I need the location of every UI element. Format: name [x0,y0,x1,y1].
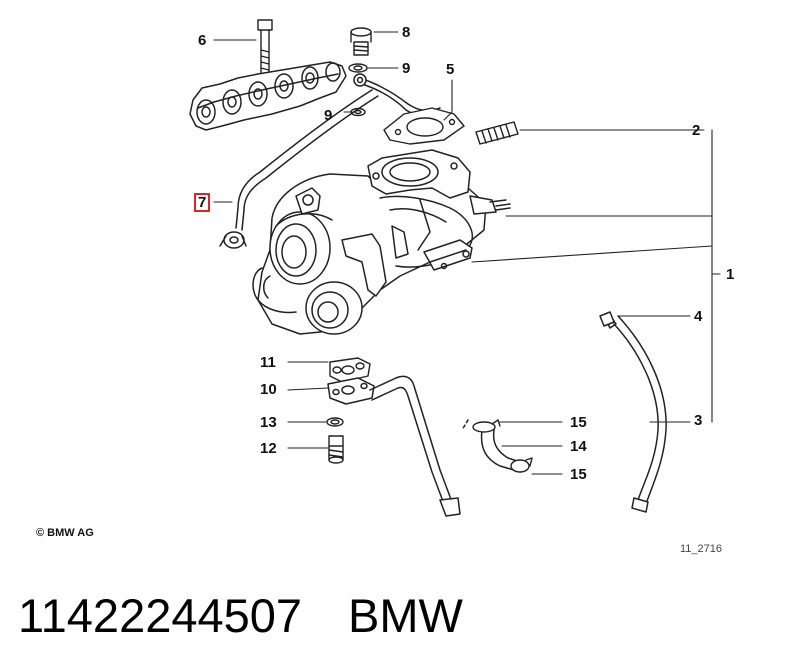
copyright-text: © BMW AG [36,527,94,539]
part-label-2[interactable]: 2 [692,122,701,139]
part-label-14[interactable]: 14 [570,438,587,455]
seal-ring-part-13 [326,417,344,427]
part-label-5[interactable]: 5 [446,61,455,78]
leader-lines [213,31,721,475]
footer-part-number: 11422244507 [18,589,303,642]
oil-return-pipe-part-10 [327,375,461,517]
part-label-7-highlighted[interactable]: 7 [194,193,211,212]
gasket-part-11 [329,357,371,383]
turbocharger-body [252,149,511,335]
part-label-9-lower[interactable]: 9 [324,107,333,124]
footer-brand: BMW [348,589,463,642]
bolt-part-12 [328,435,344,464]
hose-part-14 [461,419,521,471]
oil-pipe-part-3 [599,311,667,513]
part-label-11[interactable]: 11 [260,354,276,371]
banjo-bolt-part-8 [350,27,372,56]
gasket-part-5 [383,107,465,145]
part-label-15-lower[interactable]: 15 [570,466,587,483]
part-label-8[interactable]: 8 [402,24,411,41]
seal-ring-part-9 [348,63,368,117]
part-label-3[interactable]: 3 [694,412,703,429]
exhaust-manifold [189,61,347,131]
drawing-code: 11_2716 [680,543,723,555]
part-label-6[interactable]: 6 [198,32,207,49]
stud-part-2 [475,121,519,145]
part-label-1[interactable]: 1 [726,266,735,283]
footer-part-number-line: 11422244507 BMW [18,588,463,643]
part-label-15-upper[interactable]: 15 [570,414,587,431]
part-label-9-upper[interactable]: 9 [402,60,411,77]
part-label-12[interactable]: 12 [260,440,277,457]
part-label-4[interactable]: 4 [694,308,703,325]
part-label-13[interactable]: 13 [260,414,277,431]
part-label-10[interactable]: 10 [260,381,277,398]
hose-clamp-part-15 [472,419,533,473]
